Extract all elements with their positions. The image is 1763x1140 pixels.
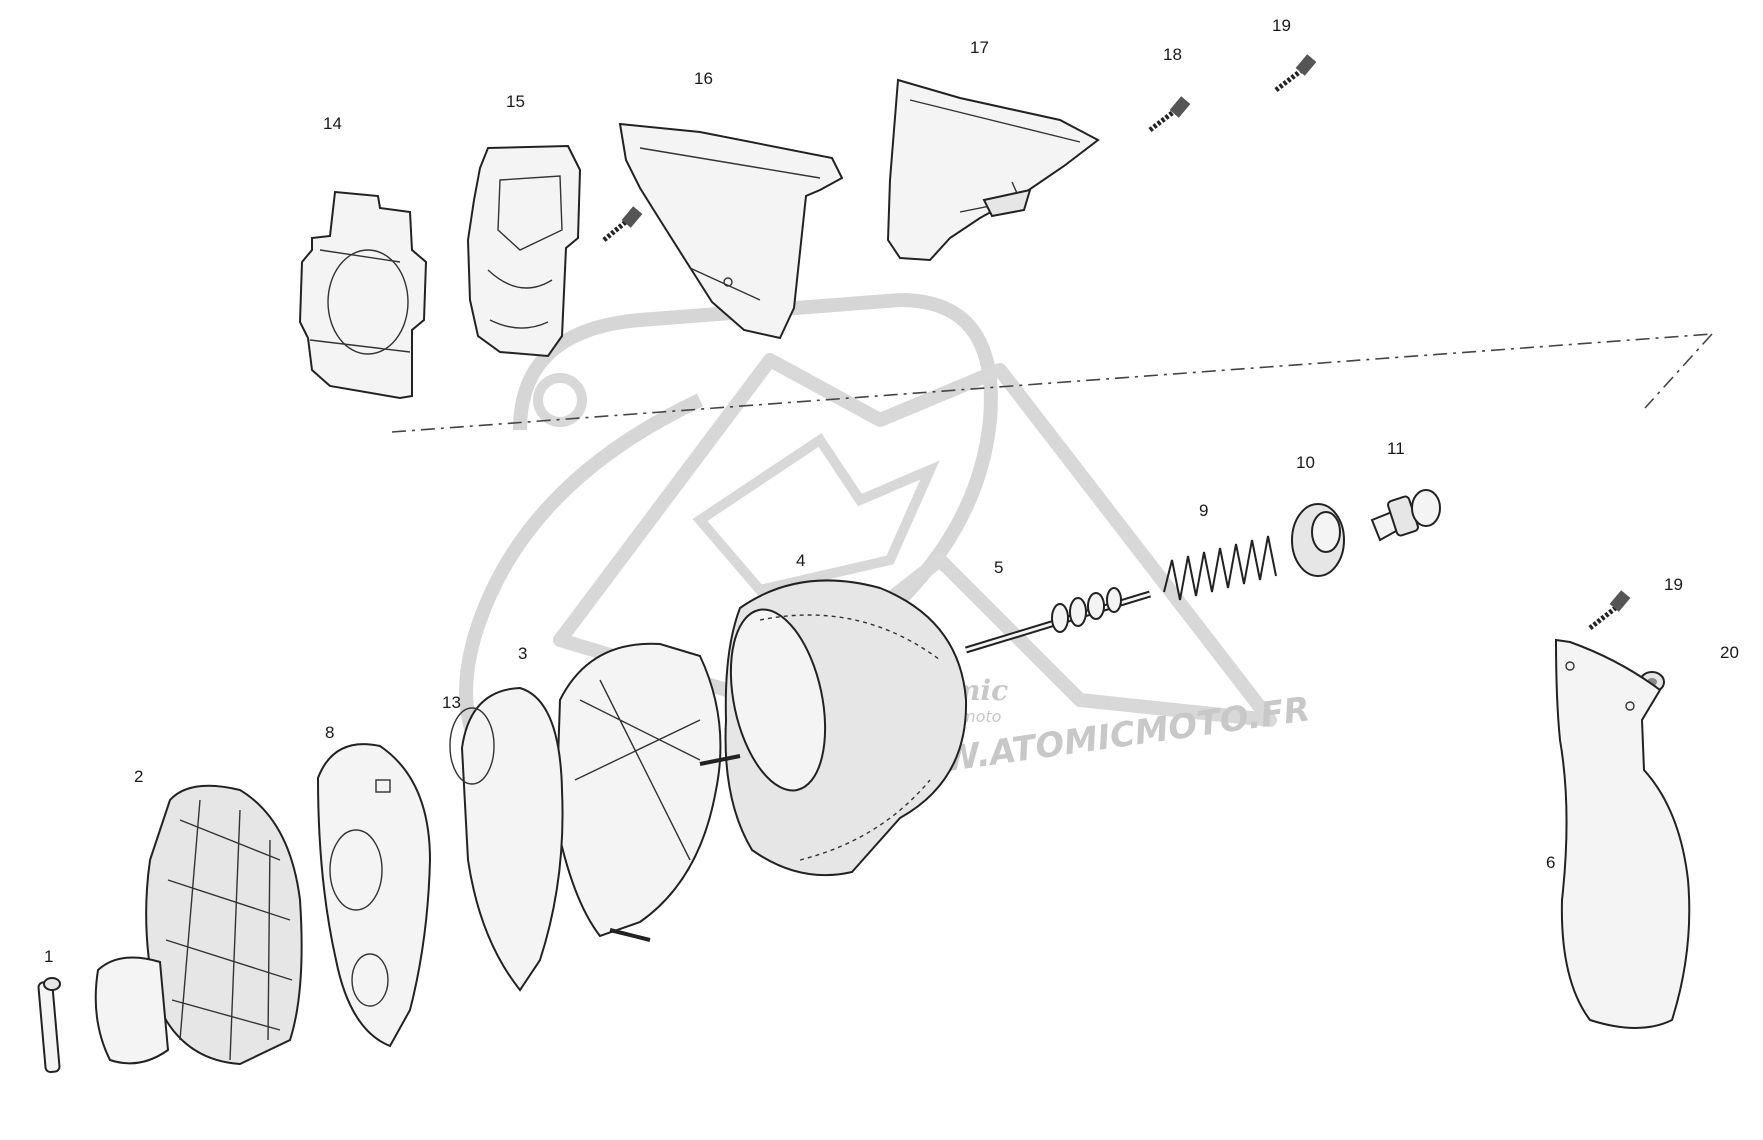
label-part-15: 15: [506, 92, 525, 111]
screw-18: [1148, 96, 1191, 132]
label-part-5: 5: [994, 558, 1003, 577]
part-14-panel: [298, 190, 428, 400]
part-11-bolt: [1370, 489, 1441, 542]
label-part-8: 8: [325, 723, 334, 742]
label-part-11: 11: [1387, 439, 1405, 458]
label-part-4: 4: [796, 551, 805, 570]
label-part-9: 9: [1199, 501, 1208, 520]
part-2-air-box: [94, 784, 303, 1066]
part-15-inner-panel: [466, 144, 582, 358]
label-part-10: 10: [1296, 453, 1315, 472]
label-part-3: 3: [518, 644, 527, 663]
divider-line: [391, 333, 1713, 433]
label-part-13: 13: [442, 693, 461, 712]
label-part-1: 1: [44, 947, 53, 966]
label-part-2: 2: [134, 767, 143, 786]
part-17-scoop-cover: [886, 78, 1100, 262]
label-part-14: 14: [323, 114, 342, 133]
screw-19-top: [1274, 54, 1317, 92]
part-8-flat-gasket: [316, 743, 432, 1048]
label-part-19-right: 19: [1664, 575, 1683, 594]
part-5-rod: [964, 587, 1152, 654]
part-4-foam-filter: [724, 579, 968, 877]
label-part-17: 17: [970, 38, 989, 57]
label-part-20: 20: [1720, 643, 1739, 662]
label-part-18: 18: [1163, 45, 1182, 64]
label-part-19-top: 19: [1272, 16, 1291, 35]
label-part-6: 6: [1546, 853, 1555, 872]
part-16-side-cover: [618, 122, 844, 340]
screw-19-right: [1588, 590, 1631, 630]
part-9-spring: [1163, 535, 1277, 601]
part-13-gasket: [449, 686, 564, 992]
watermark-sub: moto: [960, 707, 1002, 726]
part-3-filter-cage: [554, 642, 741, 942]
part-10-washer: [1291, 503, 1345, 577]
label-part-16: 16: [694, 69, 713, 88]
part-1-pipe: [37, 977, 61, 1074]
part-6-mud-guard: [1554, 638, 1691, 1029]
screw-16: [602, 206, 643, 242]
